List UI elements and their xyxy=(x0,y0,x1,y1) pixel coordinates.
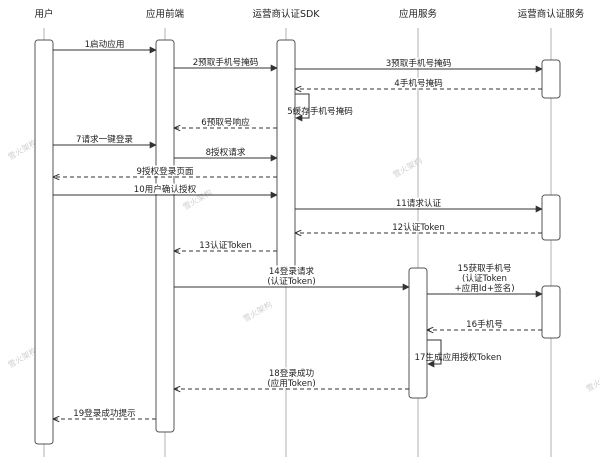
activation-box-server xyxy=(408,267,428,399)
message-10-label-bg xyxy=(130,183,200,194)
message-6: 6预取号响应 xyxy=(174,116,277,128)
message-18-label-bg xyxy=(252,377,331,388)
message-1-label-bg xyxy=(82,38,127,49)
message-1-label: 1启动应用 xyxy=(85,38,125,50)
message-8-label: 8授权请求 xyxy=(206,146,246,158)
participant-carrier-label: 运营商认证服务 xyxy=(518,8,585,20)
message-6-label-bg xyxy=(198,116,253,127)
activation-box-sdk xyxy=(276,39,296,269)
message-16-label-bg xyxy=(462,318,507,329)
message-18: 18登录成功(应用Token) xyxy=(174,367,409,389)
message-4-label-bg xyxy=(391,77,446,88)
message-3: 3预取手机号掩码 xyxy=(295,57,543,73)
watermark-text: 雪火架构 xyxy=(584,369,600,394)
message-18-label-bg xyxy=(264,367,319,378)
message-14-label-bg xyxy=(264,265,319,276)
message-1: 1启动应用 xyxy=(53,38,157,54)
message-5-label: 5缓存手机号掩码 xyxy=(287,105,353,117)
message-19: 19登录成功提示 xyxy=(53,407,156,419)
message-15-label-bg xyxy=(445,282,524,293)
message-3-label: 3预取手机号掩码 xyxy=(386,57,452,69)
message-19-label: 19登录成功提示 xyxy=(73,407,136,419)
activation-box-carrier xyxy=(541,194,561,241)
message-18-label: 18登录成功 xyxy=(269,367,315,379)
message-5-arrow xyxy=(295,93,310,122)
message-14-label-bg xyxy=(252,275,331,286)
message-11-label: 11请求认证 xyxy=(396,197,442,209)
message-13: 13认证Token xyxy=(174,239,277,251)
message-16: 16手机号 xyxy=(427,318,542,330)
activation-box-carrier xyxy=(541,285,561,339)
message-11: 11请求认证 xyxy=(295,197,543,213)
message-7: 7请求一键登录 xyxy=(53,133,157,149)
message-2-label: 2预取手机号掩码 xyxy=(193,56,259,68)
messages-layer: 1启动应用 2预取手机号掩码 3预取手机号掩码 4手机号掩码 5缓存手机号掩码 6预取号响… xyxy=(53,38,543,419)
message-19-label-bg xyxy=(69,407,140,418)
watermark-text: 雪火架构 xyxy=(6,137,39,162)
message-8: 8授权请求 xyxy=(174,146,278,162)
message-3-label-bg xyxy=(383,57,454,68)
participant-frontend-label: 应用前端 xyxy=(146,8,185,20)
activation-box-frontend xyxy=(155,39,175,433)
message-8-label-bg xyxy=(203,146,248,157)
message-4-label: 4手机号掩码 xyxy=(394,77,443,89)
participant-user-label: 用户 xyxy=(34,8,53,20)
message-12: 12认证Token xyxy=(295,221,542,233)
message-12-label: 12认证Token xyxy=(392,221,445,233)
message-2: 2预取手机号掩码 xyxy=(174,56,278,72)
message-17-arrow xyxy=(427,339,442,368)
message-6-label: 6预取号响应 xyxy=(201,116,250,128)
message-4: 4手机号掩码 xyxy=(295,77,542,89)
message-15: 15获取手机号(认证Token+应用Id+签名) xyxy=(427,262,543,298)
participant-sdk-label: 运营商认证SDK xyxy=(252,8,320,20)
watermark-text: 雪火架构 xyxy=(241,299,274,324)
message-14: 14登录请求(认证Token) xyxy=(174,265,410,291)
message-2-label-bg xyxy=(190,56,261,67)
headers-layer: 用户 应用前端 运营商认证SDK 应用服务 运营商认证服务 xyxy=(34,8,584,20)
message-9: 9授权登录页面 xyxy=(53,165,277,177)
message-16-label: 16手机号 xyxy=(466,318,503,330)
message-9-label: 9授权登录页面 xyxy=(136,165,193,177)
message-17: 17生成应用授权Token xyxy=(415,339,502,368)
message-5: 5缓存手机号掩码 xyxy=(287,93,353,122)
activation-box-user xyxy=(34,39,54,445)
message-10: 10用户确认授权 xyxy=(53,183,278,199)
message-15-label: 15获取手机号 xyxy=(458,262,512,274)
lifelines-layer xyxy=(43,28,552,457)
message-15-label-bg xyxy=(453,262,516,273)
message-13-label: 13认证Token xyxy=(199,239,252,251)
message-7-label: 7请求一键登录 xyxy=(76,133,133,145)
message-14-label: 14登录请求 xyxy=(269,265,315,277)
message-9-label-bg xyxy=(134,165,196,176)
message-10-label: 10用户确认授权 xyxy=(134,183,197,195)
message-12-label-bg xyxy=(379,221,458,232)
activation-box-carrier xyxy=(541,59,561,99)
message-15-label: (认证Token xyxy=(462,272,507,284)
message-11-label-bg xyxy=(391,197,446,208)
message-14-label: (认证Token) xyxy=(267,275,315,287)
participant-server-label: 应用服务 xyxy=(399,8,438,20)
activations-layer xyxy=(34,39,561,445)
message-15-label: +应用Id+签名) xyxy=(454,282,514,294)
message-18-label: (应用Token) xyxy=(267,377,315,389)
watermark-text: 雪火架构 xyxy=(6,345,39,370)
message-7-label-bg xyxy=(73,133,136,144)
watermark-text: 雪火架构 xyxy=(391,155,424,180)
message-17-label: 17生成应用授权Token xyxy=(415,351,502,363)
message-15-label-bg xyxy=(449,272,520,283)
message-13-label-bg xyxy=(186,239,265,250)
